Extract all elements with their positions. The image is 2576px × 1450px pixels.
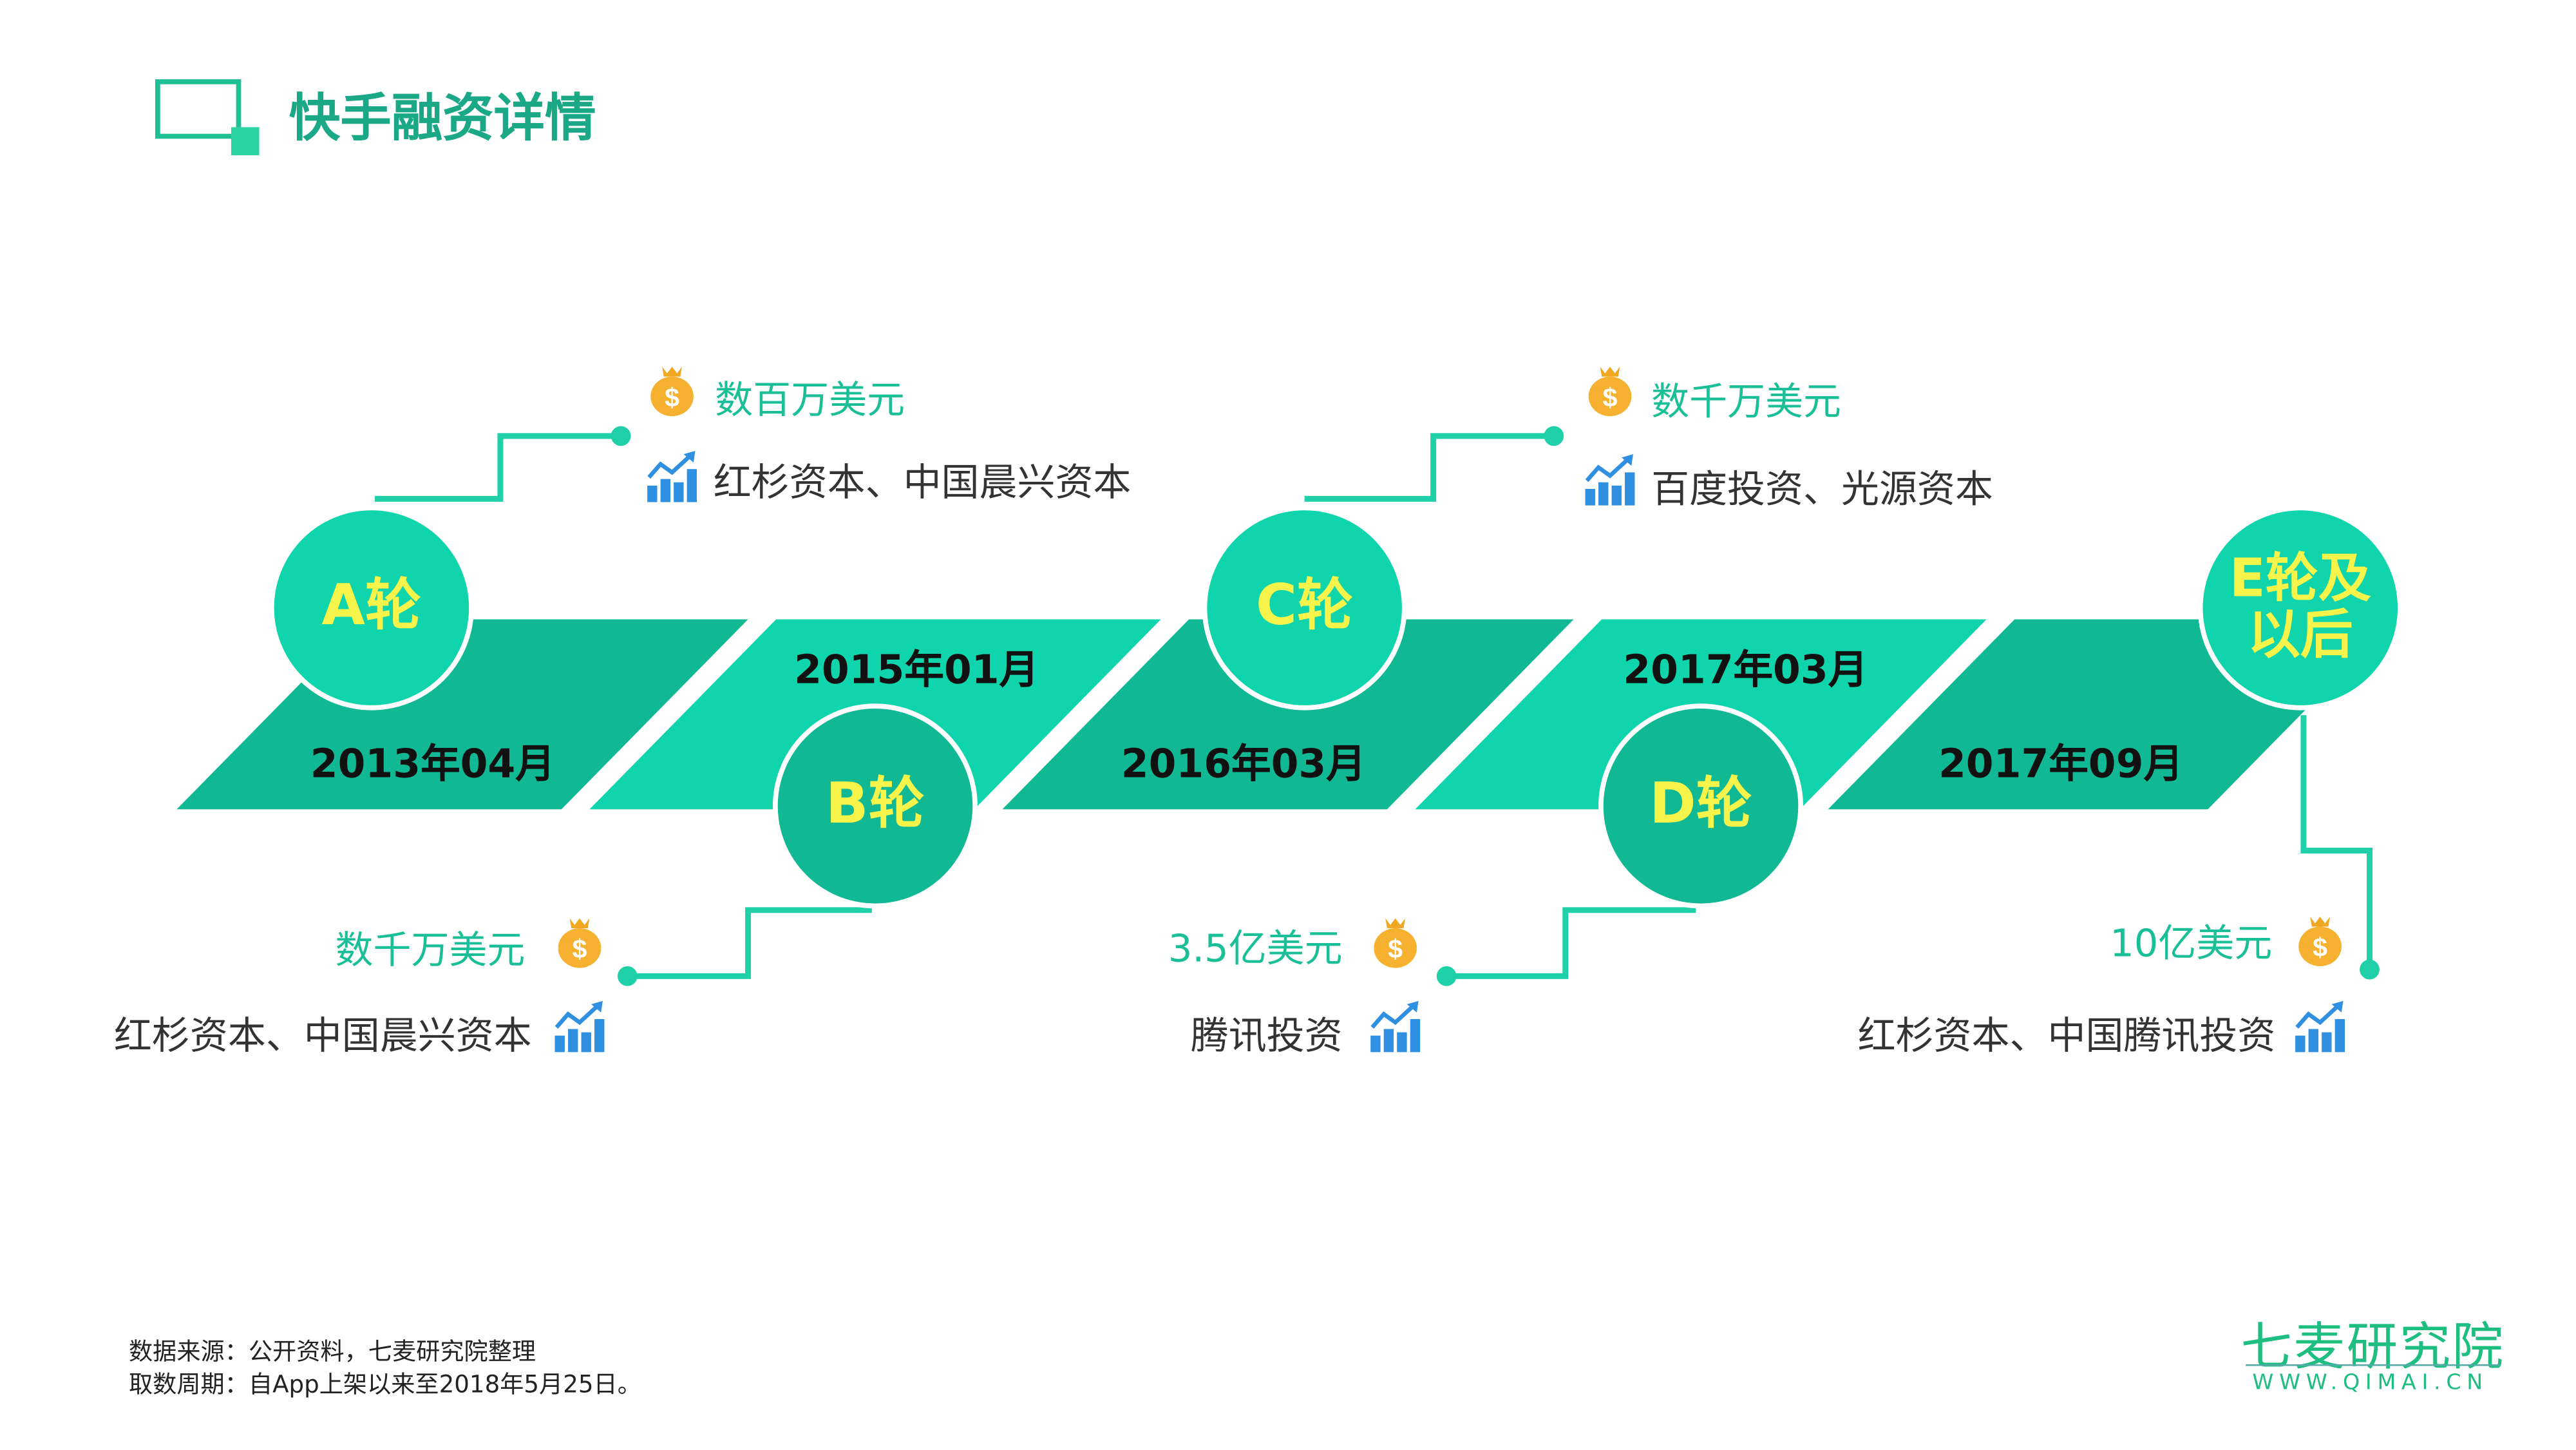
round-amount: 3.5亿美元 xyxy=(1168,928,1343,971)
round-circle-b: B轮 xyxy=(772,703,978,909)
round-amount: 10亿美元 xyxy=(2110,923,2273,966)
round-date: 2015年01月 xyxy=(794,646,1039,693)
connector-dot-d xyxy=(1436,966,1457,986)
round-date: 2017年09月 xyxy=(1938,740,2184,787)
svg-text:$: $ xyxy=(2313,933,2327,962)
money-bag-icon: $ xyxy=(644,362,700,418)
title-decoration-square xyxy=(231,127,260,156)
round-investors: 腾讯投资 xyxy=(1190,1015,1343,1059)
logo-divider xyxy=(2246,1364,2501,1366)
round-investors: 红杉资本、中国晨兴资本 xyxy=(113,1015,532,1059)
svg-text:$: $ xyxy=(573,934,587,964)
round-circle-c: C轮 xyxy=(1202,505,1407,711)
logo-name: 七麦研究院 xyxy=(2240,1318,2505,1378)
connector-dot-e xyxy=(2360,959,2380,980)
data-period-note: 取数周期：自App上架以来至2018年5月25日。 xyxy=(128,1372,641,1399)
growth-chart-icon xyxy=(551,999,607,1055)
connector-c xyxy=(1304,433,1554,502)
money-bag-icon: $ xyxy=(551,913,607,969)
svg-text:$: $ xyxy=(665,383,679,412)
connector-a xyxy=(375,433,621,502)
money-bag-icon: $ xyxy=(1582,362,1638,418)
title-decoration xyxy=(155,79,242,139)
connector-d xyxy=(1446,907,1696,979)
growth-chart-icon xyxy=(1582,453,1638,509)
growth-chart-icon xyxy=(2292,999,2348,1055)
round-date: 2017年03月 xyxy=(1623,646,1868,693)
connector-b xyxy=(627,907,872,979)
connector-e xyxy=(2300,715,2372,970)
timeline-segment-3 xyxy=(1002,619,1574,810)
round-date: 2013年04月 xyxy=(310,740,555,787)
round-investors: 红杉资本、中国腾讯投资 xyxy=(1857,1015,2276,1059)
page-title: 快手融资详情 xyxy=(289,89,596,149)
round-amount: 数百万美元 xyxy=(715,379,905,423)
round-circle-e: E轮及以后 xyxy=(2197,505,2403,711)
connector-dot-b xyxy=(617,966,638,986)
round-investors: 百度投资、光源资本 xyxy=(1651,469,1993,512)
round-circle-d: D轮 xyxy=(1598,703,1803,909)
money-bag-icon: $ xyxy=(2292,911,2348,968)
svg-text:$: $ xyxy=(1603,383,1618,412)
growth-chart-icon xyxy=(1367,999,1423,1055)
data-source-note: 数据来源：公开资料，七麦研究院整理 xyxy=(128,1339,536,1366)
round-amount: 数千万美元 xyxy=(1651,381,1841,425)
connector-dot-a xyxy=(611,426,631,446)
growth-chart-icon xyxy=(644,449,700,505)
connector-dot-c xyxy=(1544,426,1564,446)
round-circle-a: A轮 xyxy=(269,505,474,711)
logo-url: WWW.QIMAI.CN xyxy=(2252,1371,2488,1396)
money-bag-icon: $ xyxy=(1367,913,1423,969)
svg-text:$: $ xyxy=(1388,934,1403,964)
round-investors: 红杉资本、中国晨兴资本 xyxy=(713,462,1132,506)
round-amount: 数千万美元 xyxy=(335,930,526,973)
round-date: 2016年03月 xyxy=(1121,740,1366,787)
